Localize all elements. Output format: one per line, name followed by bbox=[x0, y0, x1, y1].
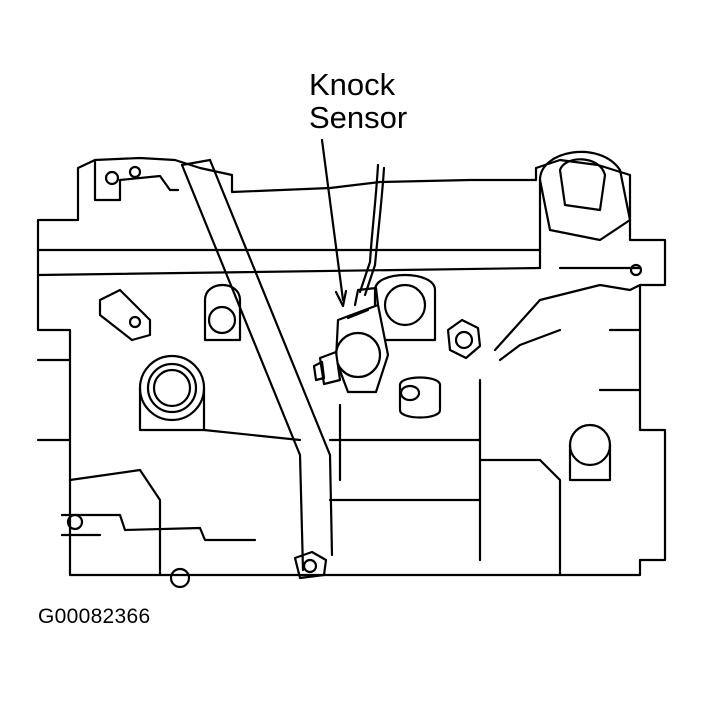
knock-sensor-label: Knock Sensor bbox=[309, 68, 407, 134]
sensor-bolt bbox=[312, 350, 342, 386]
lower-edges bbox=[202, 403, 482, 502]
dipstick-tube bbox=[180, 158, 334, 572]
left-ribs bbox=[36, 358, 257, 577]
left-boss bbox=[138, 354, 206, 432]
label-line-2: Sensor bbox=[309, 100, 408, 135]
right-hex-bolt bbox=[446, 318, 482, 360]
figure-id: G00082366 bbox=[38, 605, 151, 628]
label-line-1: Knock bbox=[309, 67, 396, 102]
lower-bolts bbox=[169, 550, 328, 589]
center-bosses bbox=[203, 273, 437, 342]
callout-leader bbox=[320, 138, 348, 308]
upper-left-bracket bbox=[93, 158, 180, 342]
cylindrical-stud bbox=[398, 376, 442, 419]
sensor-wire bbox=[368, 163, 386, 267]
right-structure bbox=[478, 150, 643, 577]
